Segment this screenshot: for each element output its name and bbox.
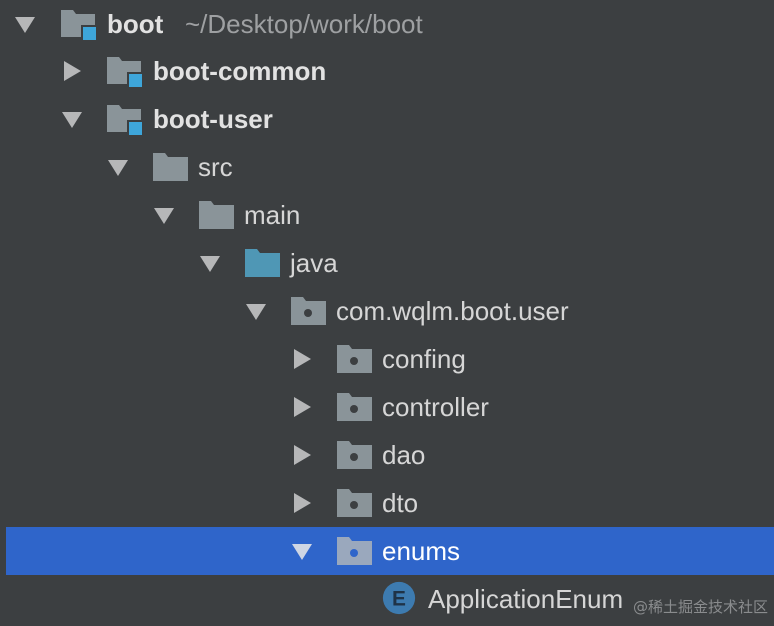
chevron-down-icon[interactable]	[198, 251, 222, 275]
package-icon	[337, 489, 372, 517]
tree-node-enums[interactable]: enums	[0, 527, 774, 575]
chevron-right-icon[interactable]	[60, 59, 84, 83]
chevron-down-icon[interactable]	[13, 12, 37, 36]
package-icon	[337, 393, 372, 421]
tree-node-label: dao	[382, 440, 426, 470]
tree-node-label: com.wqlm.boot.user	[336, 296, 569, 326]
enum-icon-letter: E	[392, 588, 406, 611]
chevron-down-icon[interactable]	[106, 155, 130, 179]
module-path: ~/Desktop/work/boot	[185, 9, 423, 39]
tree-node-boot[interactable]: boot ~/Desktop/work/boot	[0, 0, 774, 48]
chevron-right-icon[interactable]	[290, 395, 314, 419]
tree-node-src[interactable]: src	[0, 143, 774, 191]
chevron-right-icon[interactable]	[290, 491, 314, 515]
tree-node-confing[interactable]: confing	[0, 335, 774, 383]
package-icon	[337, 441, 372, 469]
folder-icon	[153, 153, 188, 181]
tree-node-label: controller	[382, 392, 489, 422]
tree-node-dao[interactable]: dao	[0, 431, 774, 479]
tree-node-application-enum[interactable]: E ApplicationEnum	[0, 575, 774, 623]
watermark: @稀土掘金技术社区	[632, 598, 768, 616]
tree-node-label: java	[290, 248, 338, 278]
tree-node-java[interactable]: java	[0, 239, 774, 287]
module-folder-icon	[61, 10, 98, 42]
package-icon	[291, 297, 326, 325]
tree-node-dto[interactable]: dto	[0, 479, 774, 527]
tree-node-main[interactable]: main	[0, 191, 774, 239]
chevron-down-icon[interactable]	[290, 539, 314, 563]
package-icon	[337, 537, 372, 565]
source-folder-icon	[245, 249, 280, 277]
tree-node-boot-user[interactable]: boot-user	[0, 95, 774, 143]
chevron-down-icon[interactable]	[244, 299, 268, 323]
tree-node-label: main	[244, 200, 301, 230]
tree-node-label: boot-common	[153, 56, 327, 86]
tree-node-boot-common[interactable]: boot-common	[0, 47, 774, 95]
module-folder-icon	[107, 105, 144, 137]
tree-node-label: enums	[382, 536, 461, 566]
folder-icon	[199, 201, 234, 229]
tree-node-controller[interactable]: controller	[0, 383, 774, 431]
package-icon	[337, 345, 372, 373]
tree-node-label: confing	[382, 344, 466, 374]
module-folder-icon	[107, 57, 144, 89]
chevron-down-icon[interactable]	[60, 107, 84, 131]
tree-node-com-wqlm-boot-user[interactable]: com.wqlm.boot.user	[0, 287, 774, 335]
enum-class-icon: E	[382, 581, 416, 615]
tree-node-label: ApplicationEnum	[428, 584, 624, 614]
chevron-right-icon[interactable]	[290, 347, 314, 371]
tree-node-label: boot-user	[153, 104, 273, 134]
tree-node-label: dto	[382, 488, 419, 518]
tree-node-label: boot	[107, 9, 164, 39]
tree-node-label: src	[198, 152, 233, 182]
chevron-right-icon[interactable]	[290, 443, 314, 467]
chevron-down-icon[interactable]	[152, 203, 176, 227]
